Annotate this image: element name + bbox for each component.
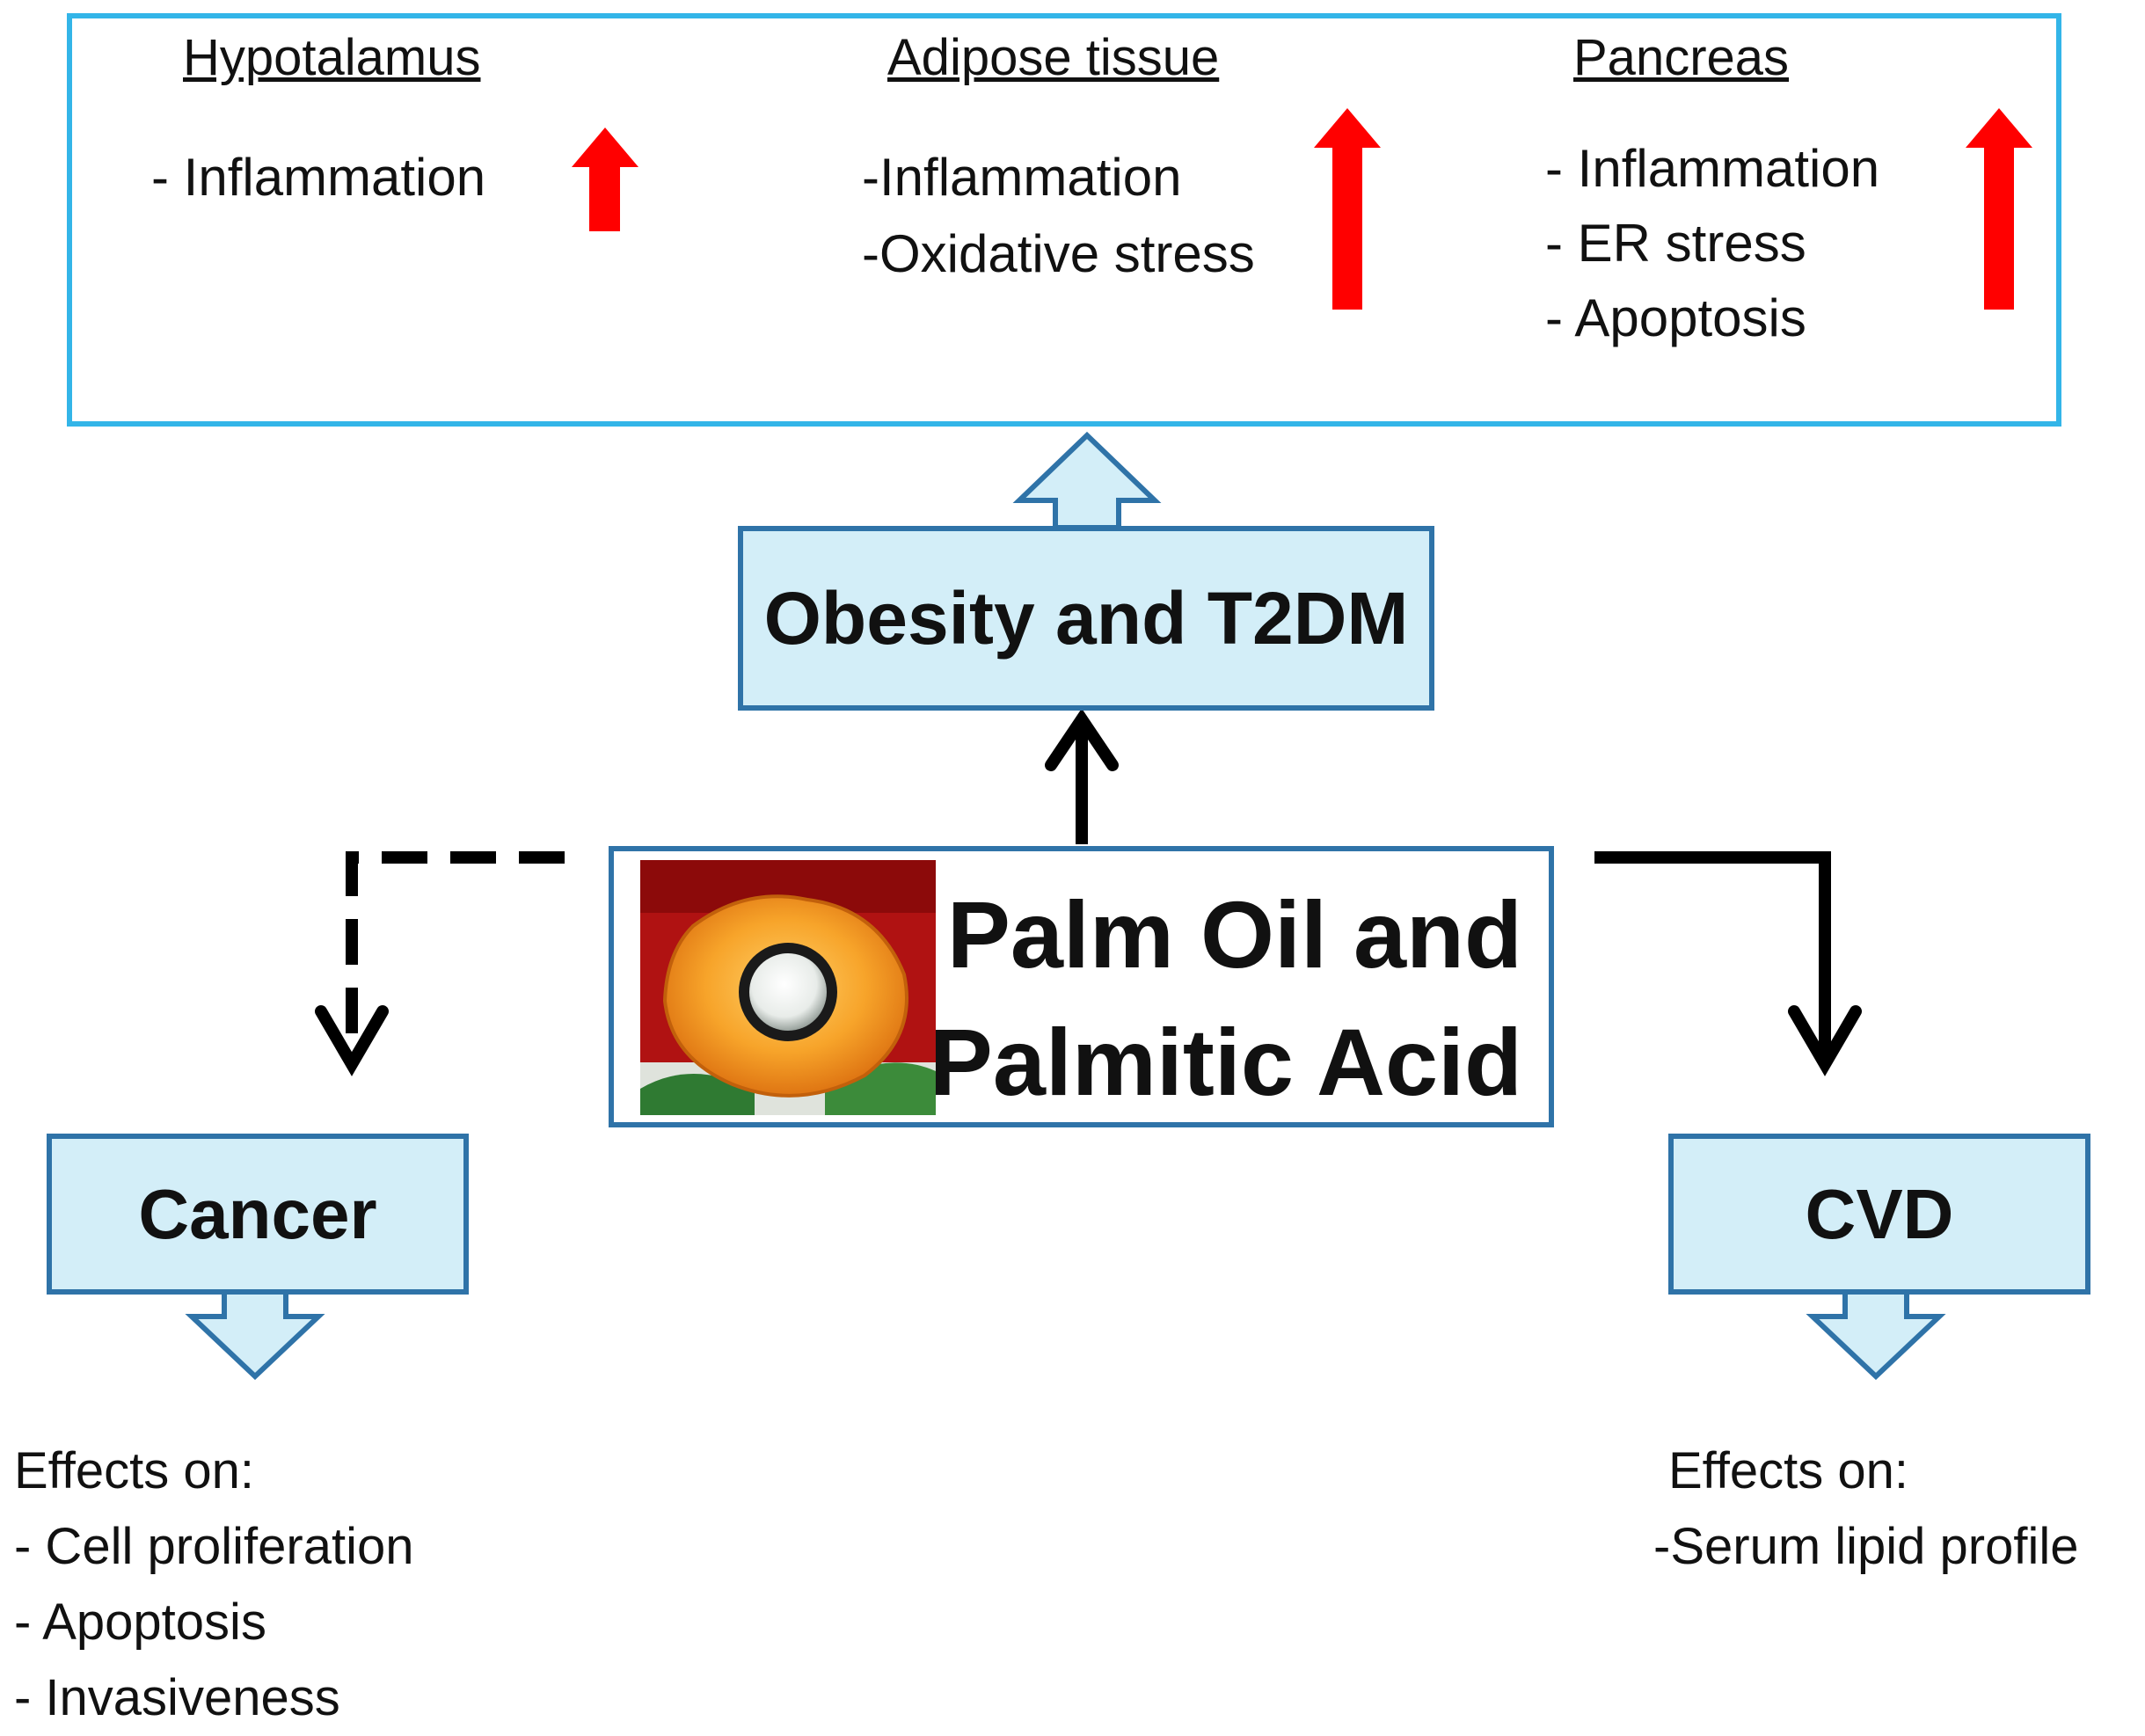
hypothalamus-effect-inflammation: - Inflammation <box>151 148 486 207</box>
palm-oil-title-line-2: Palmitic Acid <box>929 1009 1522 1115</box>
arrowhead-down-cancer <box>315 1005 389 1076</box>
node-palm-oil: Palm Oil and Palmitic Acid <box>609 846 1554 1127</box>
block-arrow-up <box>1012 431 1162 530</box>
link-palm-to-cvd <box>1594 851 1831 1064</box>
block-arrow-down-cvd <box>1806 1287 1946 1381</box>
organ-effects-panel <box>67 13 2061 427</box>
palm-oil-title-line-1: Palm Oil and <box>946 881 1522 988</box>
node-cvd: CVD <box>1668 1134 2090 1295</box>
increase-arrow-hypothalamus <box>572 128 638 231</box>
cancer-outcome-heading: Effects on: <box>14 1442 254 1499</box>
cvd-outcomes: Effects on: -Serum lipid profile <box>1653 1433 2079 1585</box>
organ-title-adipose-tissue: Adipose tissue <box>887 29 1220 86</box>
cancer-outcome-item: - Apoptosis <box>14 1594 266 1651</box>
node-cancer: Cancer <box>47 1134 469 1295</box>
cvd-outcome-heading: Effects on: <box>1668 1442 1908 1499</box>
block-arrow-down-cancer <box>185 1287 325 1381</box>
palm-fruit-image <box>640 860 936 1115</box>
pancreas-effect-apoptosis: - Apoptosis <box>1545 288 1806 347</box>
adipose-effect-inflammation: -Inflammation <box>862 148 1182 207</box>
arrowhead-up-obesity <box>1045 708 1119 771</box>
cancer-outcome-item: - Cell proliferation <box>14 1518 414 1575</box>
organ-title-pancreas: Pancreas <box>1573 29 1790 86</box>
link-palm-to-cancer <box>346 851 565 1055</box>
pancreas-effect-inflammation: - Inflammation <box>1545 139 1880 198</box>
node-obesity-t2dm: Obesity and T2DM <box>738 526 1434 711</box>
arrowhead-down-cvd <box>1788 1005 1862 1076</box>
cvd-outcome-item: -Serum lipid profile <box>1653 1518 2079 1575</box>
increase-arrow-pancreas <box>1966 108 2032 310</box>
cancer-outcome-item: - Invasiveness <box>14 1669 340 1726</box>
cancer-outcomes: Effects on: - Cell proliferation - Apopt… <box>14 1433 414 1736</box>
organ-title-hypothalamus: Hypotalamus <box>183 29 481 86</box>
adipose-effect-oxidative-stress: -Oxidative stress <box>862 224 1255 283</box>
pancreas-effect-er-stress: - ER stress <box>1545 214 1806 273</box>
increase-arrow-adipose <box>1314 108 1381 310</box>
